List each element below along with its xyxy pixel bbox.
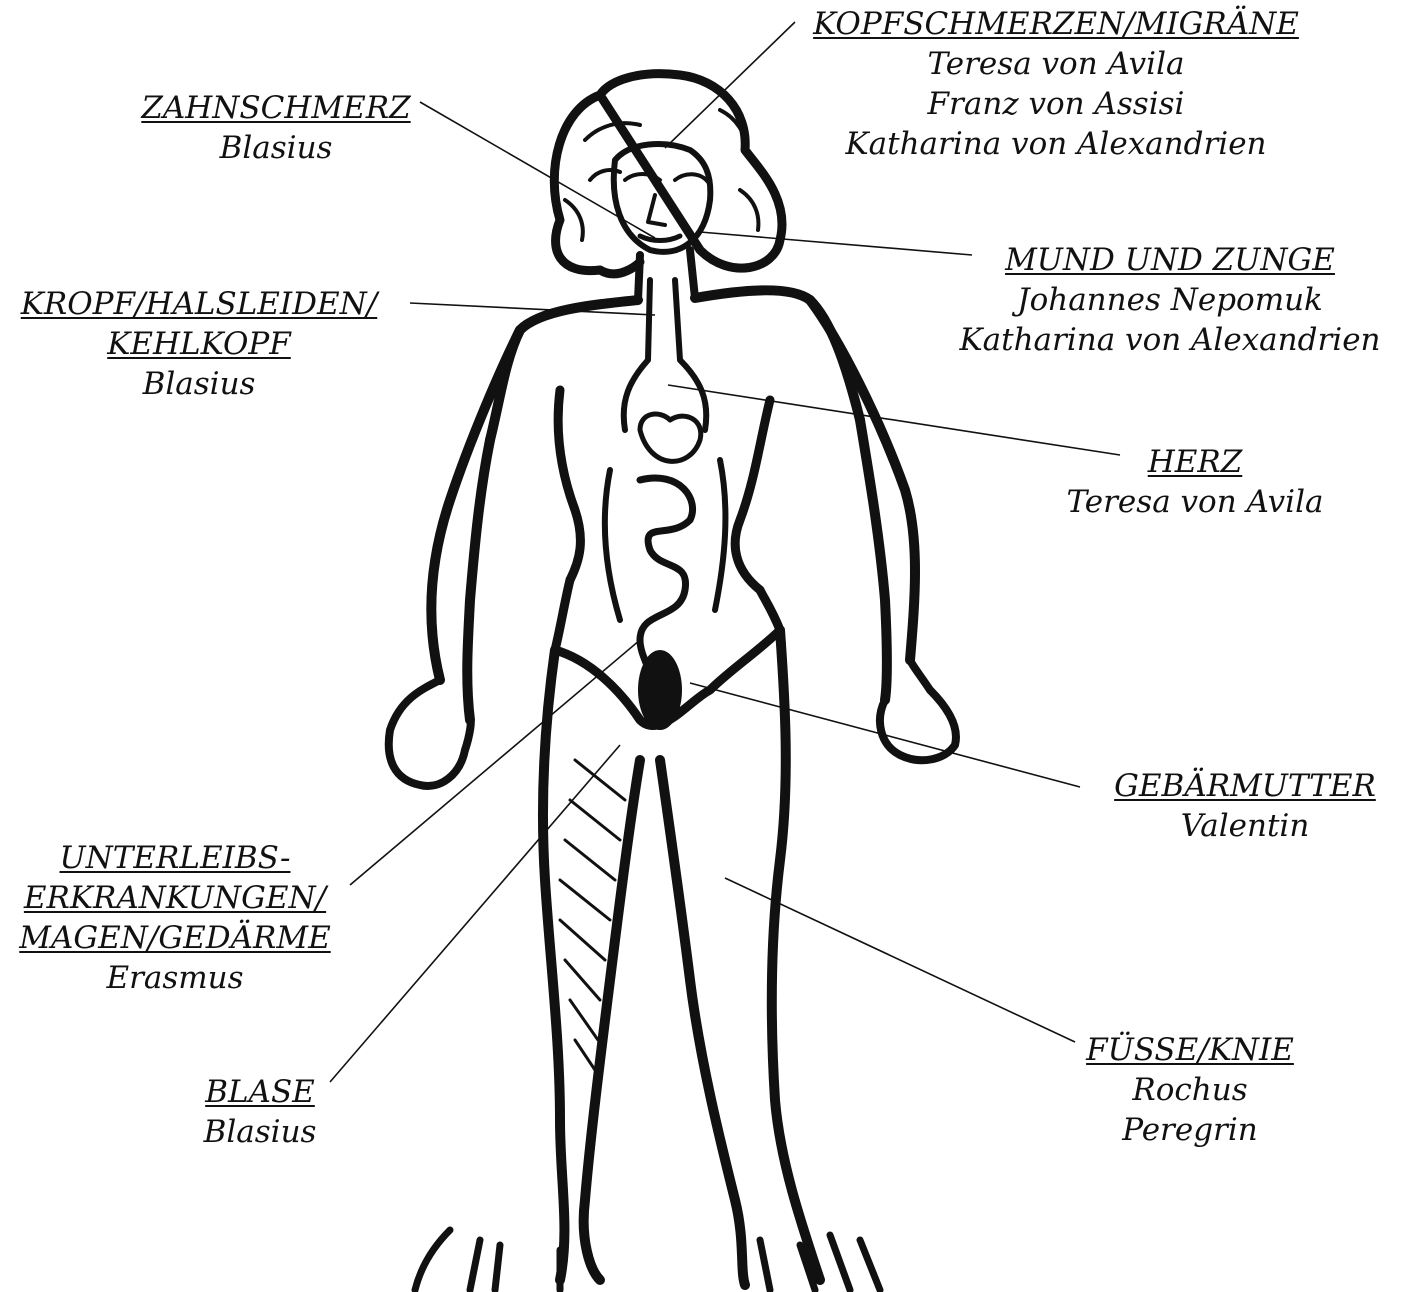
left-foot: [415, 1230, 560, 1290]
label-zahnschmerz: ZAHNSCHMERZ Blasius: [126, 88, 426, 168]
label-heading: BLASE: [180, 1072, 340, 1112]
label-heading: KOPFSCHMERZEN/MIGRÄNE: [806, 4, 1306, 44]
leader-kopf: [665, 22, 795, 148]
label-fuesse-knie: FÜSSE/KNIE Rochus Peregrin: [1070, 1030, 1310, 1150]
label-kopfschmerzen: KOPFSCHMERZEN/MIGRÄNE Teresa von Avila F…: [806, 4, 1306, 164]
label-saint: Blasius: [126, 128, 426, 168]
leader-fuesse: [725, 878, 1075, 1042]
label-heading: UNTERLEIBS-: [10, 838, 340, 878]
right-leg: [660, 630, 820, 1285]
label-blase: BLASE Blasius: [180, 1072, 340, 1152]
label-saint: Blasius: [4, 364, 394, 404]
left-hand: [389, 680, 471, 786]
label-saint: Johannes Nepomuk: [940, 280, 1400, 320]
label-kropf: KROPF/HALSLEIDEN/ KEHLKOPF Blasius: [4, 284, 394, 404]
label-heading: MUND UND ZUNGE: [940, 240, 1400, 280]
label-saint: Peregrin: [1070, 1110, 1310, 1150]
label-gebaermutter: GEBÄRMUTTER Valentin: [1095, 766, 1395, 846]
label-heading: FÜSSE/KNIE: [1070, 1030, 1310, 1070]
label-unterleib: UNTERLEIBS- ERKRANKUNGEN/ MAGEN/GEDÄRME …: [10, 838, 340, 998]
label-mund-und-zunge: MUND UND ZUNGE Johannes Nepomuk Katharin…: [940, 240, 1400, 360]
leader-blase: [330, 745, 620, 1082]
label-saint: Katharina von Alexandrien: [806, 124, 1306, 164]
left-leg: [543, 650, 640, 1280]
label-saint: Erasmus: [10, 958, 340, 998]
heart: [640, 414, 701, 461]
label-saint: Valentin: [1095, 806, 1395, 846]
label-heading: ZAHNSCHMERZ: [126, 88, 426, 128]
left-arm: [431, 330, 520, 720]
label-saint: Teresa von Avila: [806, 44, 1306, 84]
label-heading: GEBÄRMUTTER: [1095, 766, 1395, 806]
label-saint: Teresa von Avila: [1045, 482, 1345, 522]
label-heading: MAGEN/GEDÄRME: [10, 918, 340, 958]
label-saint: Katharina von Alexandrien: [940, 320, 1400, 360]
label-saint: Blasius: [180, 1112, 340, 1152]
label-saint: Rochus: [1070, 1070, 1310, 1110]
label-heading: ERKRANKUNGEN/: [10, 878, 340, 918]
right-arm: [810, 300, 915, 700]
label-heading: HERZ: [1148, 442, 1243, 482]
label-saint: Franz von Assisi: [806, 84, 1306, 124]
leader-mund: [700, 232, 972, 255]
label-herz: HERZ Teresa von Avila: [1045, 442, 1345, 522]
label-heading: KROPF/HALSLEIDEN/: [4, 284, 394, 324]
label-heading: KEHLKOPF: [4, 324, 394, 364]
hair: [554, 74, 782, 274]
